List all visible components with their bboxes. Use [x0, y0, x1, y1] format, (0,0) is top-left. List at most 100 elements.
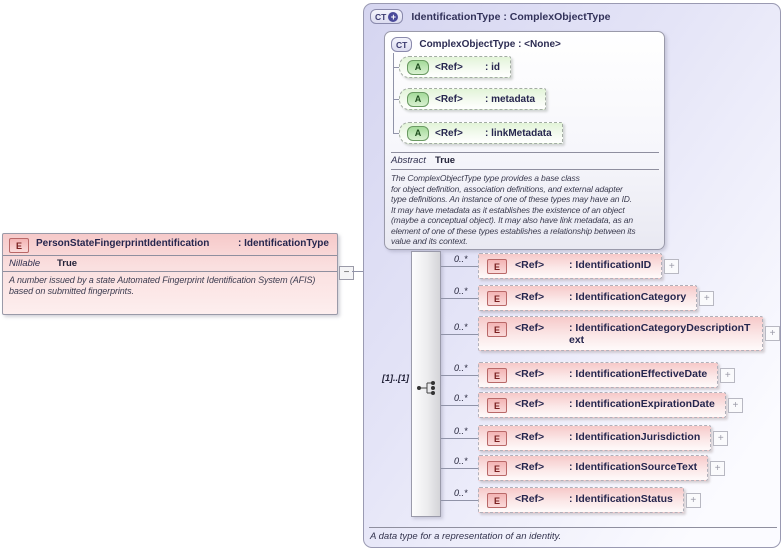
element-ref-identification-id[interactable]: E <Ref> : IdentificationID [478, 253, 663, 279]
element-icon: E [9, 238, 29, 253]
element-name: : IdentificationCategory [569, 291, 687, 303]
element-row: 0..* E <Ref> : IdentificationJurisdictio… [441, 425, 729, 451]
element-ref-identification-effective-date[interactable]: E <Ref> : IdentificationEffectiveDate [478, 362, 719, 388]
abstract-label: Abstract [391, 155, 426, 166]
element-row: 0..* E <Ref> : IdentificationStatus + [441, 487, 701, 513]
complex-type-plus-icon: CT + [370, 9, 404, 24]
element-ref-identification-jurisdiction[interactable]: E <Ref> : IdentificationJurisdiction [478, 425, 712, 451]
cardinality-label: 0..* [454, 426, 468, 436]
base-type-box[interactable]: CT ComplexObjectType : <None> A <Ref> : … [384, 31, 665, 250]
panel-title-name: IdentificationType [411, 10, 501, 23]
element-name: : IdentificationStatus [569, 493, 673, 505]
element-ref-identification-expiration-date[interactable]: E <Ref> : IdentificationExpirationDate [478, 392, 726, 418]
element-ref-identification-source-text[interactable]: E <Ref> : IdentificationSourceText [478, 455, 709, 481]
attribute-icon: A [407, 91, 429, 107]
element-icon: E [487, 461, 507, 476]
element-name: : IdentificationSourceText [569, 461, 698, 473]
element-icon: E [487, 322, 507, 337]
expand-toggle-icon[interactable]: + [664, 258, 680, 274]
element-type: : IdentificationType [238, 238, 329, 249]
ref-keyword: <Ref> [515, 431, 545, 443]
element-row: 0..* E <Ref> : IdentificationSourceText … [441, 455, 726, 481]
branch-line [441, 468, 478, 469]
cardinality-label: 0..* [454, 488, 468, 498]
type-description: A data type for a representation of an i… [370, 531, 562, 542]
attribute-ref-id[interactable]: A <Ref> : id [399, 56, 511, 78]
cardinality-label: 0..* [454, 393, 468, 403]
base-type-description: The ComplexObjectType type provides a ba… [391, 173, 636, 246]
attr-branch-line [393, 99, 400, 100]
base-type-type: : <None> [518, 39, 561, 50]
collapse-toggle-icon[interactable]: − [339, 266, 354, 280]
element-title: PersonStateFingerprintIdentification : Id… [36, 238, 329, 250]
panel-title-type: : ComplexObjectType [503, 10, 611, 23]
complex-type-glyph: CT [375, 11, 387, 22]
ref-keyword: <Ref> [515, 322, 545, 334]
ref-keyword: <Ref> [515, 398, 545, 410]
attribute-ref-metadata[interactable]: A <Ref> : metadata [399, 88, 547, 110]
expand-toggle-icon[interactable]: + [765, 326, 780, 341]
divider [391, 152, 659, 153]
element-icon: E [487, 398, 507, 413]
ref-keyword: <Ref> [435, 61, 463, 73]
branch-line [441, 333, 478, 335]
element-ref-identification-category[interactable]: E <Ref> : IdentificationCategory [478, 285, 698, 311]
attribute-name: : metadata [485, 93, 536, 105]
element-header: E PersonStateFingerprintIdentification : … [3, 234, 337, 254]
element-row: 0..* E <Ref> : IdentificationID + [441, 253, 680, 279]
divider [3, 271, 337, 272]
branch-line [441, 298, 478, 299]
divider [391, 169, 659, 170]
element-name: PersonStateFingerprintIdentification [36, 238, 210, 249]
ref-keyword: <Ref> [515, 368, 545, 380]
complex-type-icon: CT [391, 37, 413, 52]
nillable-label: Nillable [9, 258, 41, 269]
element-name: : IdentificationID [569, 259, 652, 271]
branch-line [441, 500, 478, 501]
element-row: 0..* E <Ref> : IdentificationExpirationD… [441, 392, 743, 418]
expand-toggle-icon[interactable]: + [685, 492, 701, 508]
identification-type-panel: CT + IdentificationType : ComplexObjectT… [363, 3, 781, 548]
attribute-icon: A [407, 59, 429, 75]
ref-keyword: <Ref> [435, 127, 463, 139]
element-name: : IdentificationExpirationDate [569, 398, 715, 410]
element-icon: E [487, 368, 507, 383]
plus-badge-icon: + [388, 11, 399, 22]
element-box-person-state-fingerprint-identification[interactable]: E PersonStateFingerprintIdentification : … [2, 233, 338, 315]
attribute-name: : id [485, 61, 500, 73]
ref-keyword: <Ref> [515, 493, 545, 505]
element-ref-identification-status[interactable]: E <Ref> : IdentificationStatus [478, 487, 684, 513]
element-row: 0..* E <Ref> : IdentificationEffectiveDa… [441, 362, 736, 388]
expand-toggle-icon[interactable]: + [699, 290, 715, 306]
ref-keyword: <Ref> [515, 461, 545, 473]
cardinality-label: 0..* [454, 321, 468, 332]
attr-tree-line [393, 53, 394, 134]
element-name: : IdentificationJurisdiction [569, 431, 701, 443]
expand-toggle-icon[interactable]: + [710, 460, 726, 476]
nillable-row: Nillable True [3, 257, 337, 270]
expand-toggle-icon[interactable]: + [720, 367, 736, 383]
element-name: : IdentificationEffectiveDate [569, 368, 708, 380]
element-row: 0..* E <Ref> : IdentificationCategory + [441, 285, 715, 311]
branch-line [441, 438, 478, 439]
expand-toggle-icon[interactable]: + [713, 430, 729, 446]
attr-branch-line [393, 133, 400, 134]
panel-title: IdentificationType : ComplexObjectType [411, 11, 610, 23]
element-icon: E [487, 291, 507, 306]
attribute-ref-link-metadata[interactable]: A <Ref> : linkMetadata [399, 122, 563, 144]
connector-line [352, 271, 371, 272]
sequence-icon [417, 381, 435, 395]
element-description: A number issued by a state Automated Fin… [9, 275, 316, 296]
base-type-header: CT ComplexObjectType : <None> [391, 37, 561, 52]
cardinality-label: 0..* [454, 286, 468, 296]
attribute-icon: A [407, 125, 429, 141]
sequence-bar [411, 251, 441, 517]
element-name: : IdentificationCategoryDescriptionText [569, 322, 751, 346]
element-ref-identification-category-description-text[interactable]: E <Ref> : IdentificationCategoryDescript… [478, 316, 763, 351]
base-type-name: ComplexObjectType [419, 39, 516, 50]
panel-header: CT + IdentificationType : ComplexObjectT… [370, 9, 611, 24]
branch-line [441, 375, 478, 376]
expand-toggle-icon[interactable]: + [727, 397, 743, 413]
element-icon: E [487, 493, 507, 508]
